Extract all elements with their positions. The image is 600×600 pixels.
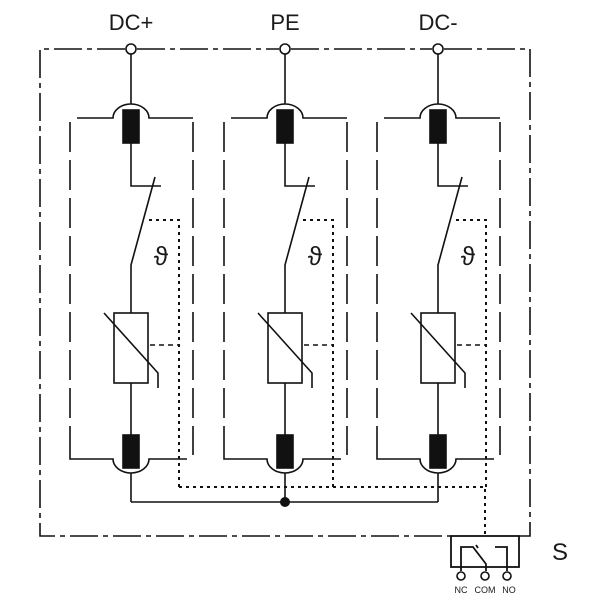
- terminal-no: [502, 571, 512, 581]
- disconnector-wire: [130, 143, 161, 187]
- top-plug-contact: [276, 109, 294, 144]
- remote-signal-relay: [450, 535, 520, 571]
- module-top-edge: [231, 103, 347, 119]
- terminal-label-dc-minus: DC-: [418, 10, 457, 35]
- module-bottom-edge: [376, 455, 494, 474]
- terminal-label-dc-plus: DC+: [109, 10, 154, 35]
- top-plug-contact: [429, 109, 447, 144]
- bottom-plug-contact: [276, 434, 294, 469]
- thermal-disconnector-switch: [437, 176, 463, 313]
- thermal-symbol: ϑ: [308, 241, 323, 271]
- module-top-edge: [384, 103, 500, 119]
- protection-module-pe: PE ϑ: [223, 10, 348, 502]
- varistor: [267, 312, 303, 384]
- contact-label-nc: NC: [455, 585, 468, 595]
- thermal-link-bus: [179, 486, 486, 536]
- bottom-plug-contact: [429, 434, 447, 469]
- terminal-dc-plus: [125, 43, 137, 55]
- thermal-coupling-line: [303, 219, 334, 487]
- module-housing: [69, 122, 194, 455]
- terminal-pe: [279, 43, 291, 55]
- protection-module-dc-minus: DC-ϑ: [376, 10, 501, 502]
- enclosure-outline: [39, 48, 531, 537]
- thermal-disconnector-switch: [130, 176, 156, 313]
- protection-module-dc-plus: DC+ ϑ: [69, 10, 194, 502]
- varistor-slope: [257, 312, 313, 388]
- terminal-com: [480, 571, 490, 581]
- thermal-coupling-line: [149, 219, 180, 487]
- thermal-coupling-line: [456, 219, 487, 487]
- module-top-edge: [77, 103, 193, 119]
- top-plug-contact: [122, 109, 140, 144]
- disconnector-wire: [284, 143, 315, 187]
- relay-label: S: [552, 539, 568, 566]
- junction-dot: [280, 497, 290, 507]
- contact-label-no: NO: [502, 585, 516, 595]
- contact-label-com: COM: [475, 585, 496, 595]
- bottom-plug-contact: [122, 434, 140, 469]
- thermal-symbol: ϑ: [154, 241, 169, 271]
- varistor: [113, 312, 149, 384]
- varistor-slope: [410, 312, 466, 388]
- varistor: [420, 312, 456, 384]
- relay-terminals: [456, 571, 512, 581]
- module-bottom-edge: [69, 455, 187, 474]
- varistor-slope: [103, 312, 159, 388]
- terminal-label-pe: PE: [270, 10, 299, 35]
- terminal-dc-minus: [432, 43, 444, 55]
- module-housing: [223, 122, 348, 455]
- disconnector-wire: [437, 143, 468, 187]
- terminal-nc: [456, 571, 466, 581]
- thermal-disconnector-switch: [284, 176, 310, 313]
- module-bottom-edge: [223, 455, 341, 474]
- thermal-symbol: ϑ: [461, 241, 476, 271]
- module-housing: [376, 122, 501, 455]
